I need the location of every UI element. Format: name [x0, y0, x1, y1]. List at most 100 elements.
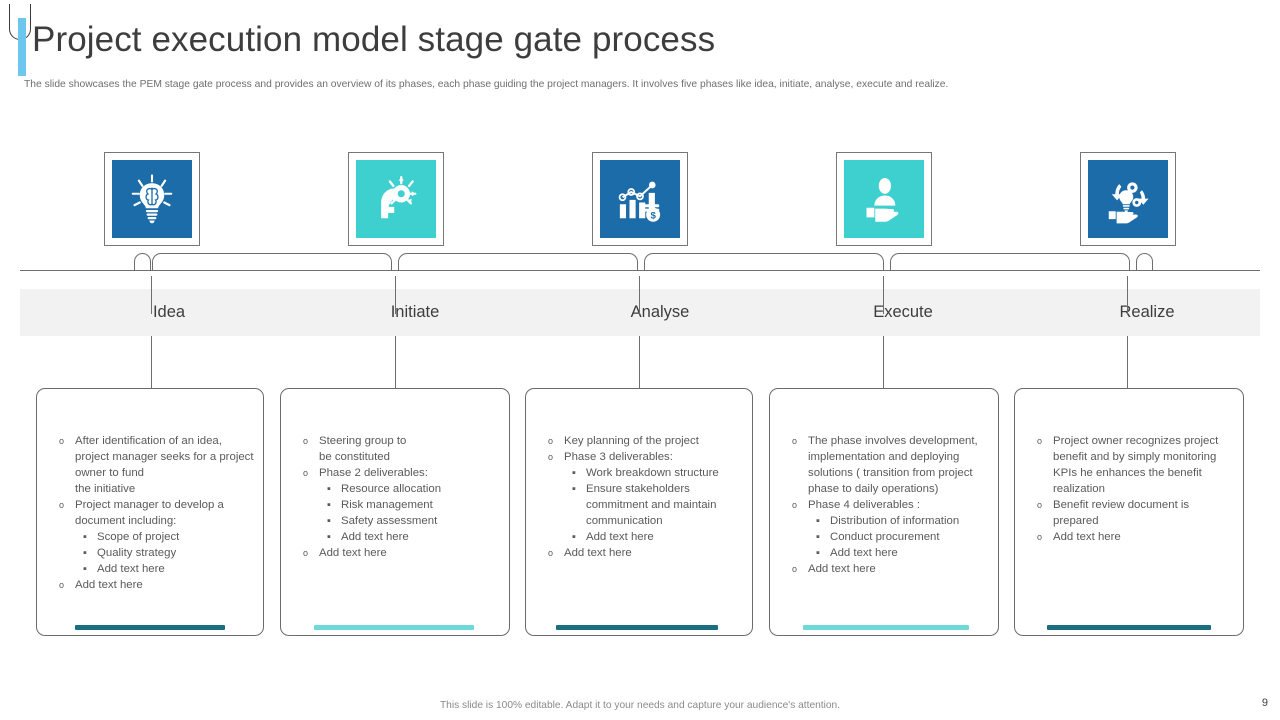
- stem-up-initiate: [395, 276, 396, 314]
- list-item: ▪Conduct procurement: [816, 531, 940, 543]
- phase-label-execute: Execute: [873, 303, 933, 321]
- list-item: ▪Resource allocation: [327, 483, 442, 495]
- square-bullet-icon: ▪: [816, 515, 820, 527]
- phase-icon-frame-analyse[interactable]: $: [592, 152, 688, 246]
- svg-text:$: $: [650, 210, 656, 221]
- phase-icon-frame-initiate[interactable]: [348, 152, 444, 246]
- circle-bullet-icon: o: [792, 436, 798, 446]
- u-logo-mark: [9, 4, 33, 76]
- circle-bullet-icon: o: [59, 500, 65, 510]
- page-title: Project execution model stage gate proce…: [32, 20, 716, 59]
- phase-icon-frame-idea[interactable]: [104, 152, 200, 246]
- stem-up-realize: [1127, 276, 1128, 314]
- list-item: ▪Distribution of information: [816, 515, 960, 527]
- square-bullet-icon: ▪: [572, 531, 576, 543]
- circle-bullet-icon: o: [59, 436, 65, 446]
- list-item: the initiative: [75, 483, 136, 495]
- square-bullet-icon: ▪: [327, 499, 331, 511]
- square-bullet-icon: ▪: [83, 563, 87, 575]
- card-accent-bar-execute: [803, 625, 969, 630]
- stem-up-idea: [151, 276, 152, 314]
- square-bullet-icon: ▪: [572, 467, 576, 479]
- connector-cap-left-1: [134, 253, 151, 270]
- square-bullet-icon: ▪: [327, 483, 331, 495]
- phase-icon-frame-execute[interactable]: [836, 152, 932, 246]
- bar-chart-money-icon: $: [600, 160, 680, 238]
- circle-bullet-icon: o: [303, 548, 309, 558]
- list-item: ▪Ensure stakeholders commitment and main…: [572, 483, 717, 527]
- card-accent-bar-idea: [75, 625, 225, 630]
- phase-icon-frame-realize[interactable]: [1080, 152, 1176, 246]
- phase-label-realize: Realize: [1119, 303, 1175, 321]
- list-item: ▪Risk management: [327, 499, 433, 511]
- circle-bullet-icon: o: [548, 452, 554, 462]
- square-bullet-icon: ▪: [327, 531, 331, 543]
- square-bullet-icon: ▪: [83, 531, 87, 543]
- list-item: be constituted: [319, 451, 390, 463]
- circle-bullet-icon: o: [1037, 500, 1043, 510]
- list-item: ▪Scope of project: [83, 531, 180, 543]
- circle-bullet-icon: o: [1037, 436, 1043, 446]
- list-item: ▪Add text here: [816, 547, 898, 559]
- square-bullet-icon: ▪: [816, 547, 820, 559]
- list-item: ▪Safety assessment: [327, 515, 438, 527]
- circle-bullet-icon: o: [1037, 532, 1043, 542]
- head-gear-icon: [356, 160, 436, 238]
- square-bullet-icon: ▪: [83, 547, 87, 559]
- connector-pill-3: [644, 253, 884, 270]
- phase-icon-row: $: [0, 152, 1280, 262]
- stem-up-execute: [883, 276, 884, 314]
- list-item: ▪Add text here: [327, 531, 409, 543]
- circle-bullet-icon: o: [548, 548, 554, 558]
- phase-label-idea: Idea: [152, 303, 186, 321]
- circle-bullet-icon: o: [303, 468, 309, 478]
- circle-bullet-icon: o: [303, 436, 309, 446]
- circle-bullet-icon: o: [548, 436, 554, 446]
- stem-analyse: [639, 336, 640, 388]
- page-subtitle: The slide showcases the PEM stage gate p…: [24, 79, 949, 90]
- stem-initiate: [395, 336, 396, 388]
- phase-label-analyse: Analyse: [630, 303, 690, 321]
- list-item: ▪Work breakdown structure: [572, 467, 719, 479]
- stem-realize: [1127, 336, 1128, 388]
- square-bullet-icon: ▪: [816, 531, 820, 543]
- connector-row: [0, 252, 1280, 276]
- logo-blue-bar: [18, 18, 26, 76]
- card-accent-bar-analyse: [556, 625, 718, 630]
- card-accent-bar-initiate: [314, 625, 474, 630]
- phase-label-initiate: Initiate: [390, 303, 440, 321]
- connector-pill-2: [398, 253, 638, 270]
- card-accent-bar-realize: [1047, 625, 1211, 630]
- connector-cap-right: [1136, 253, 1153, 270]
- stem-execute: [883, 336, 884, 388]
- phase-label-band: Idea Initiate Analyse Execute Realize: [20, 289, 1260, 336]
- list-item: ▪Quality strategy: [83, 547, 177, 559]
- circle-bullet-icon: o: [59, 580, 65, 590]
- footer-note: This slide is 100% editable. Adapt it to…: [439, 700, 841, 711]
- connector-pill-1: [152, 253, 392, 270]
